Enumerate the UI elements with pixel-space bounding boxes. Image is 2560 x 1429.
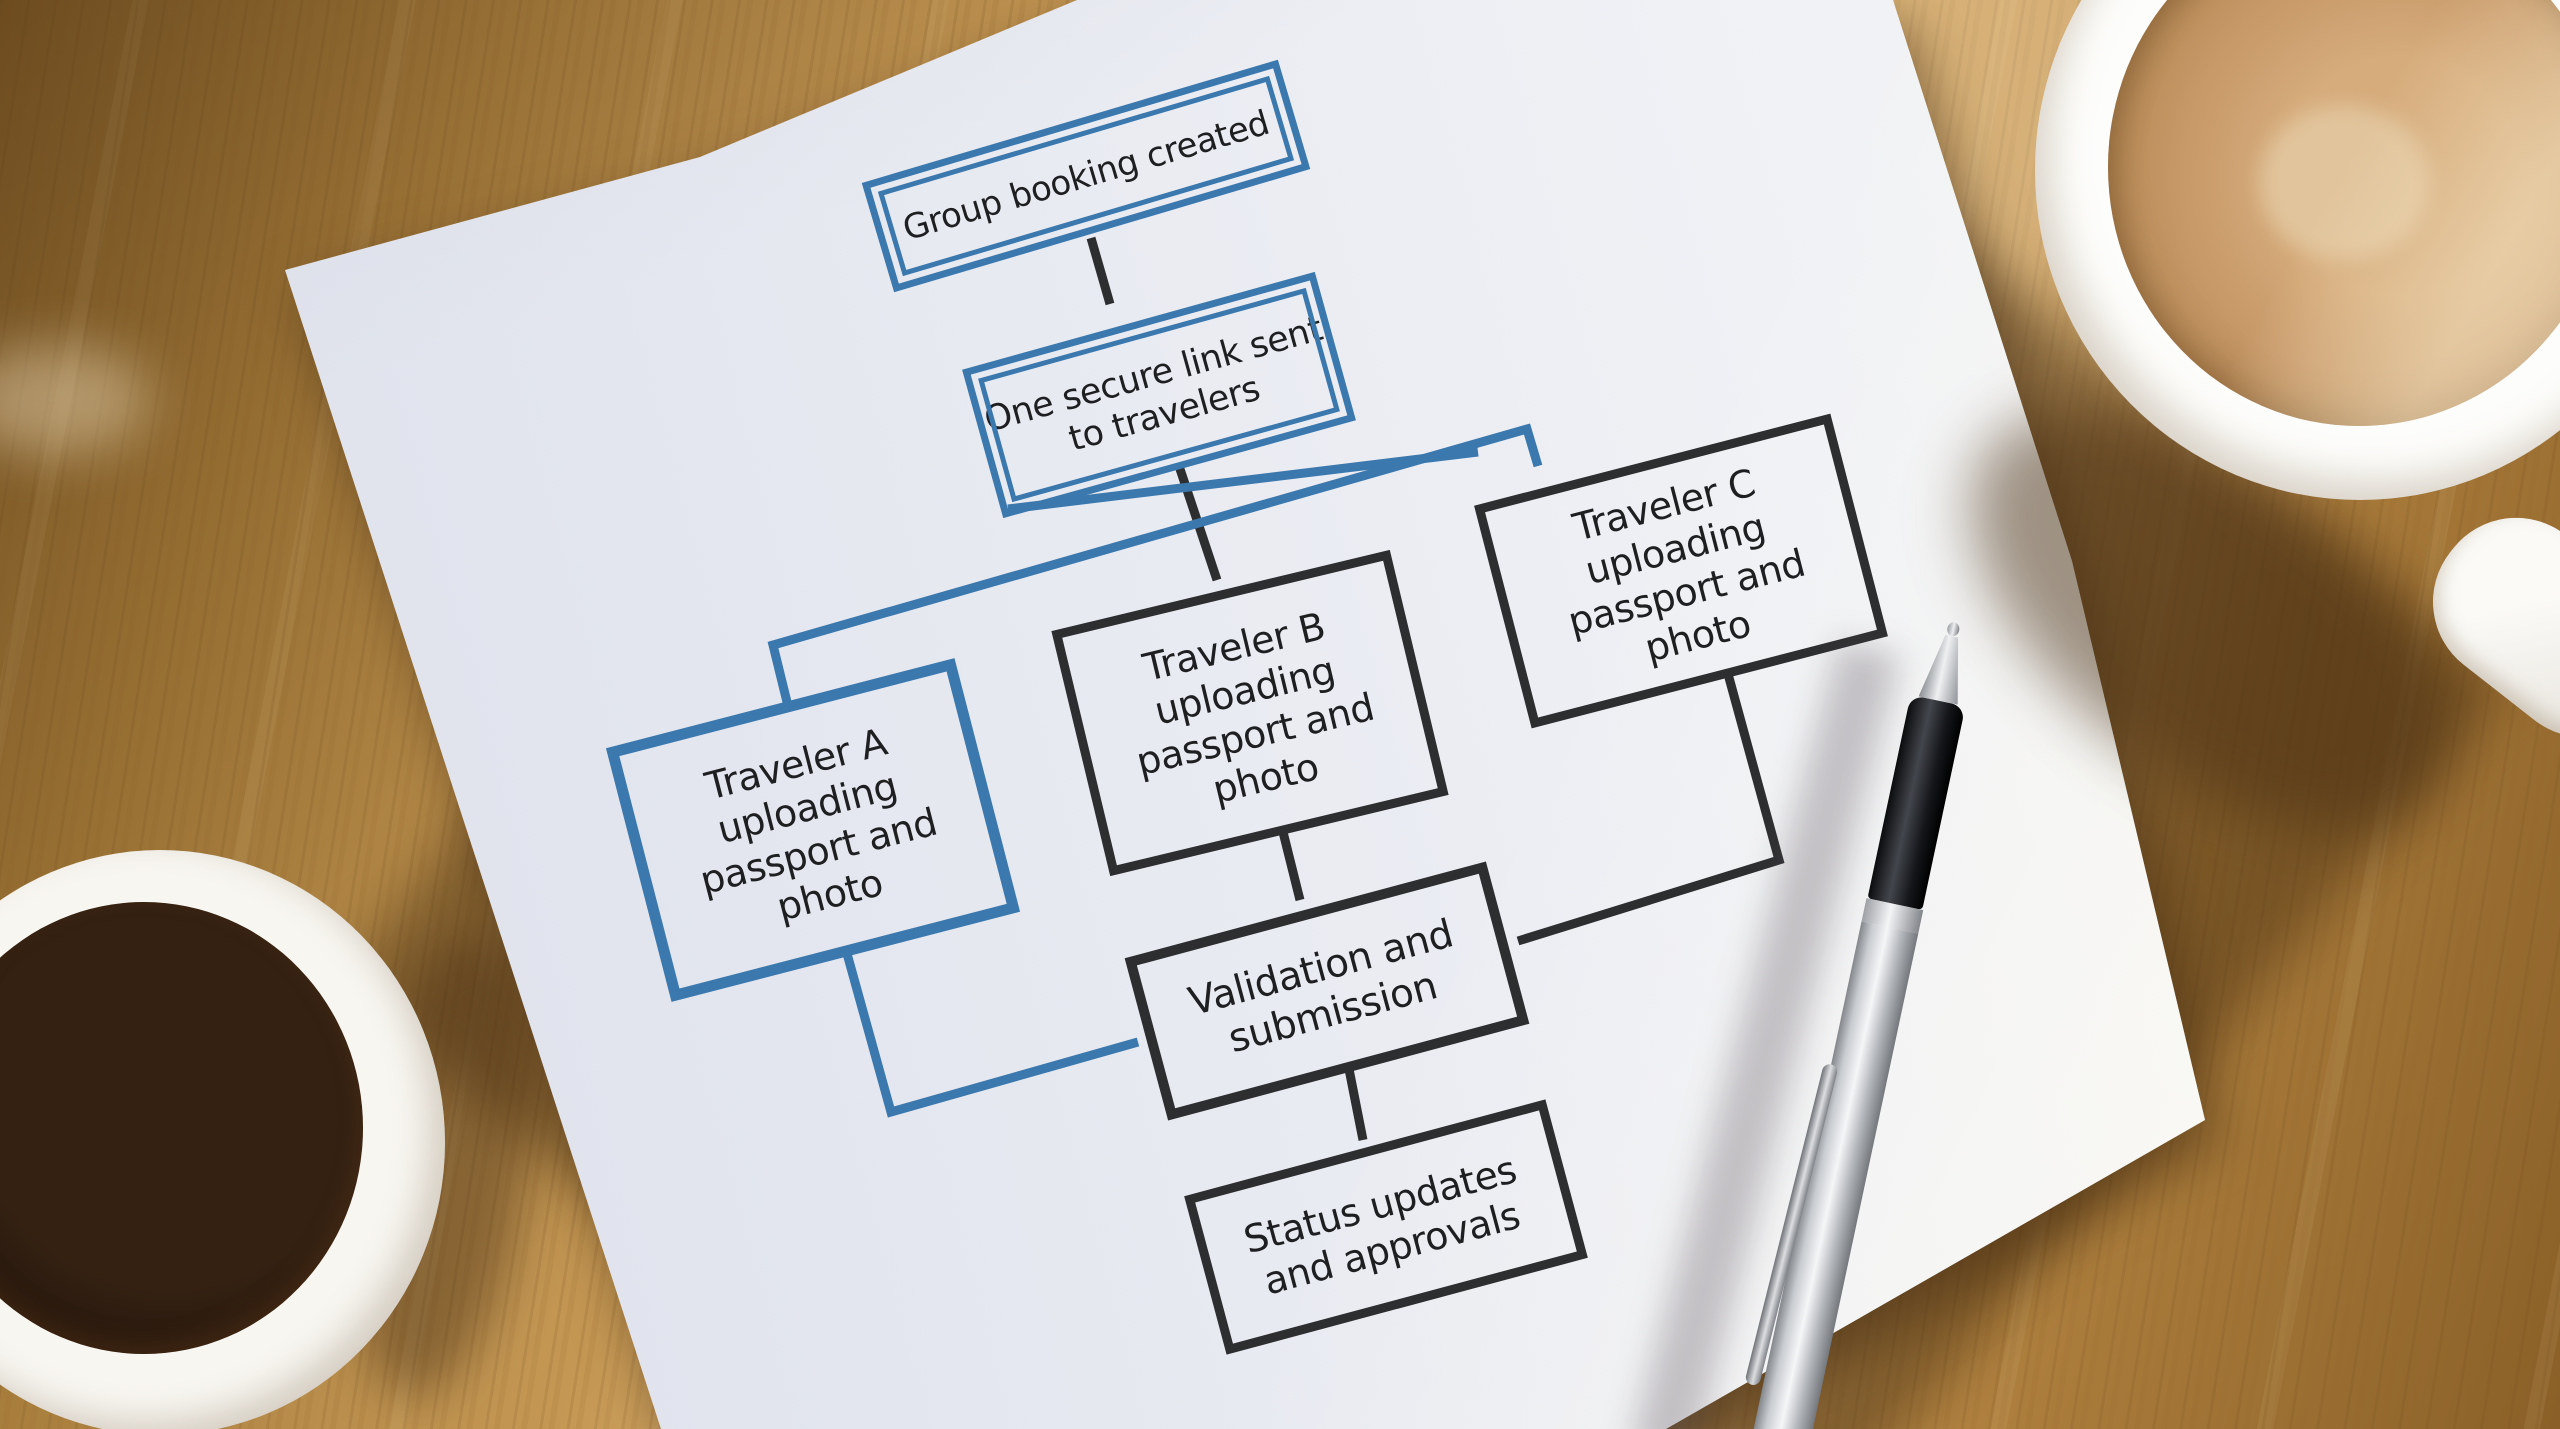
edge-start-to-link: [1086, 236, 1115, 306]
edge-travelerC-to-validation: [1516, 672, 1785, 946]
edge-travelerA-to-validation: [841, 948, 1140, 1118]
edge-travelerB-to-validation: [1277, 826, 1305, 902]
edge-link-to-travelerA-and-C: [767, 423, 1543, 704]
pen-ball-tip: [1945, 621, 1961, 638]
edge-validation-to-status: [1343, 1063, 1368, 1141]
sunlight-patch: [0, 345, 150, 455]
black-coffee-surface: [0, 902, 363, 1354]
flow-node-label: Traveler B uploading passport and photo: [1132, 604, 1379, 812]
flow-node-label: Traveler A uploading passport and photo: [695, 720, 942, 930]
pen-tip-cone: [1919, 632, 1972, 705]
